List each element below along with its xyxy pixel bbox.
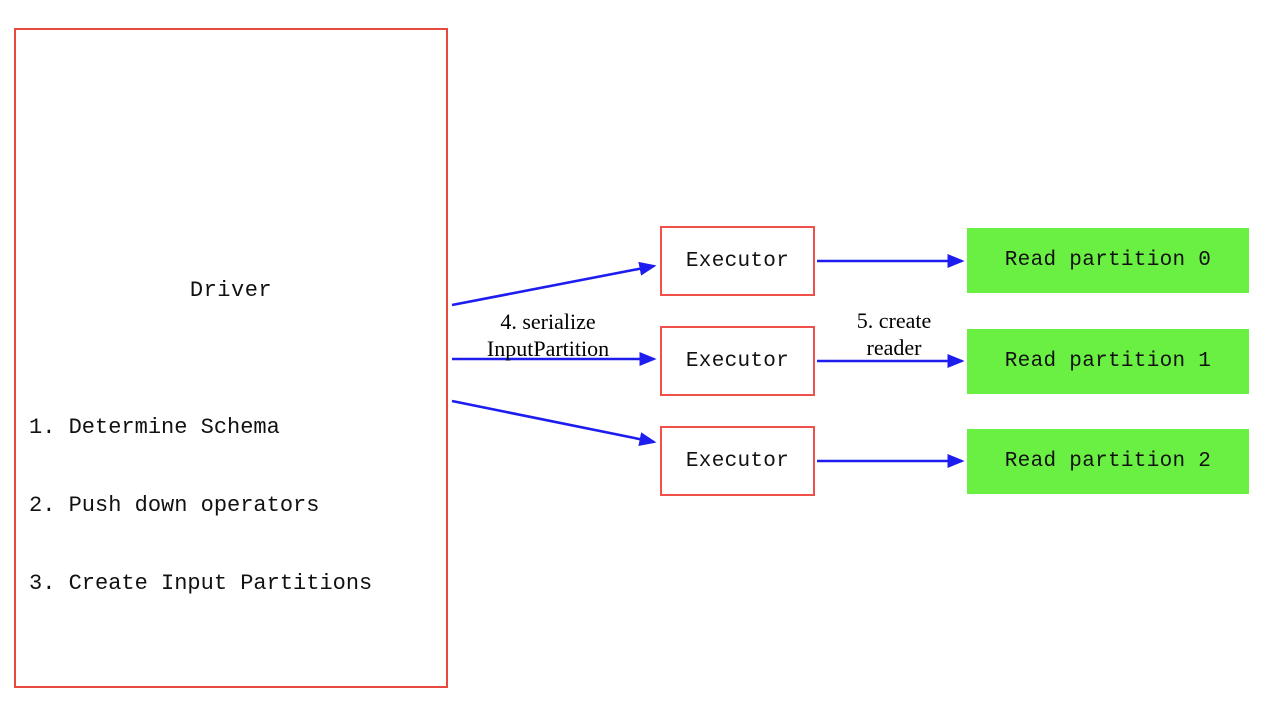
driver-step-1: 1. Determine Schema <box>29 415 280 440</box>
arrow-driver-to-executor-0 <box>451 261 657 307</box>
partition-box-0: Read partition 0 <box>967 228 1249 293</box>
partition-box-1: Read partition 1 <box>967 329 1249 394</box>
label-create-line2: reader <box>866 335 922 360</box>
label-create-line1: 5. create <box>856 308 932 333</box>
partition-box-2: Read partition 2 <box>967 429 1249 494</box>
driver-title: Driver <box>189 278 273 303</box>
driver-box: Driver 1. Determine Schema 2. Push down … <box>14 28 448 688</box>
label-serialize-input-partition: 4. serialize InputPartition <box>458 308 638 362</box>
label-serialize-line1: 4. serialize <box>500 309 596 334</box>
label-serialize-line2: InputPartition <box>486 336 610 361</box>
executor-box-1: Executor <box>660 326 815 396</box>
arrow-driver-to-executor-2 <box>451 399 657 446</box>
executor-box-0: Executor <box>660 226 815 296</box>
driver-step-2: 2. Push down operators <box>29 493 320 518</box>
driver-steps-list: 1. Determine Schema 2. Push down operato… <box>29 363 372 649</box>
label-create-reader: 5. create reader <box>826 307 962 361</box>
executor-box-2: Executor <box>660 426 815 496</box>
driver-step-3: 3. Create Input Partitions <box>29 571 373 596</box>
